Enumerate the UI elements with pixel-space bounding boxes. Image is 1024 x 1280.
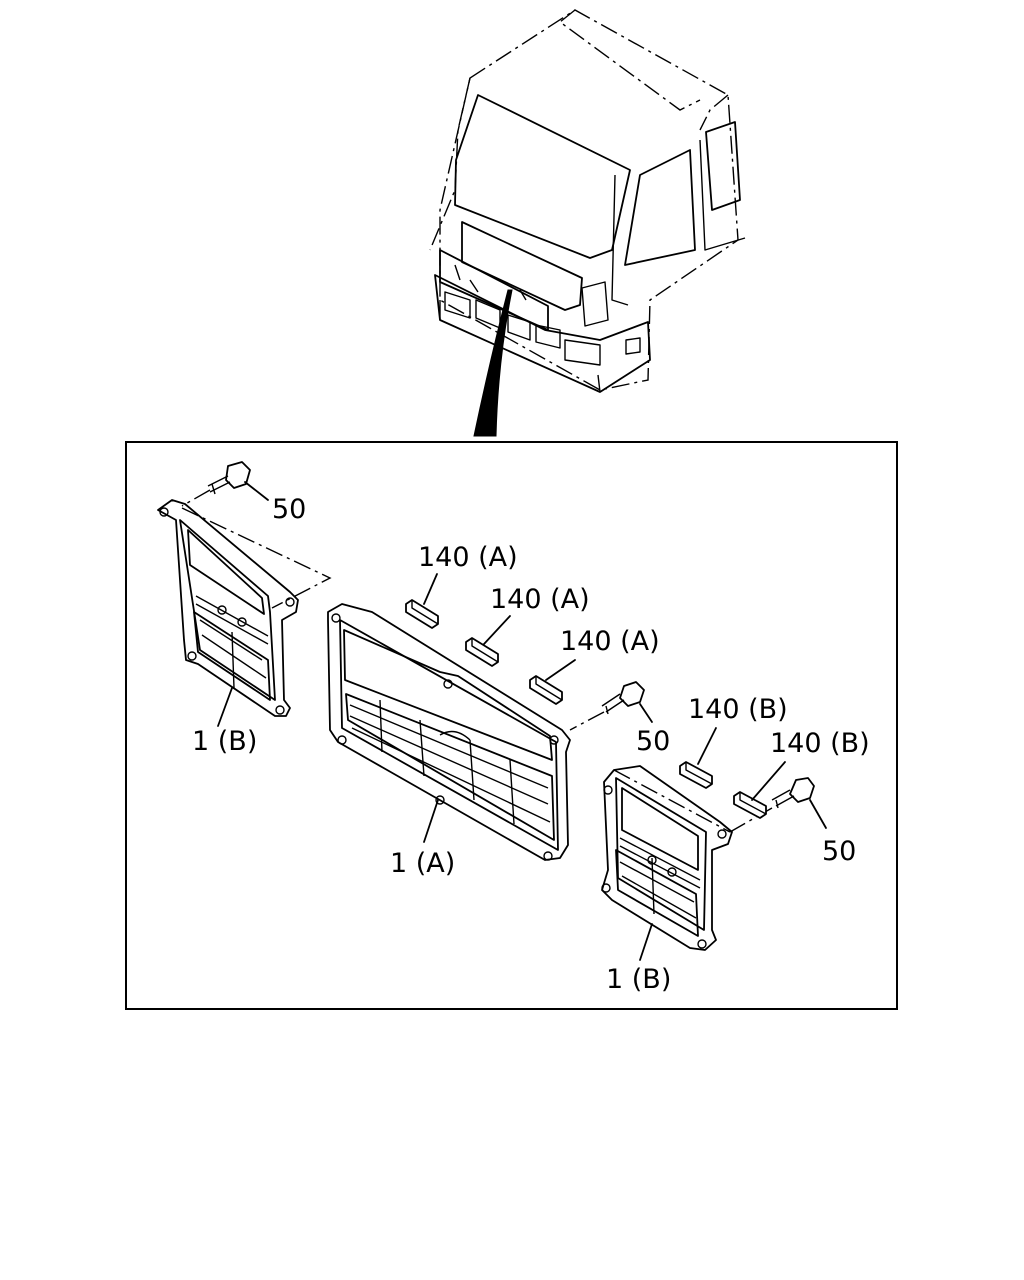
bolt-top-left <box>181 461 332 609</box>
callout-bracket-right: 1 (B) <box>606 964 671 995</box>
truck-cab-illustration <box>429 9 746 437</box>
leader-lines <box>217 481 827 961</box>
callout-grille-center: 1 (A) <box>390 848 455 879</box>
callout-clip-b2: 140 (B) <box>770 728 870 759</box>
callout-clip-b1: 140 (B) <box>688 694 788 725</box>
clip-b2 <box>733 791 767 819</box>
callout-bolt-center: 50 <box>636 726 670 757</box>
callout-bolt-right: 50 <box>822 836 856 867</box>
grille-center-part <box>327 603 571 861</box>
callout-bolt-top-left: 50 <box>272 494 306 525</box>
bolt-center <box>569 681 645 731</box>
bracket-left-part <box>157 499 299 717</box>
callout-clip-a3: 140 (A) <box>560 626 660 657</box>
clip-a3 <box>529 675 563 705</box>
clip-a1 <box>405 599 439 629</box>
callout-clip-a1: 140 (A) <box>418 542 518 573</box>
detail-frame <box>125 441 898 1010</box>
bracket-right-part <box>601 765 733 951</box>
bolt-right <box>613 769 815 833</box>
clip-b1 <box>679 761 713 789</box>
callout-bracket-left: 1 (B) <box>192 726 257 757</box>
callout-clip-a2: 140 (A) <box>490 584 590 615</box>
clip-a2 <box>465 637 499 667</box>
